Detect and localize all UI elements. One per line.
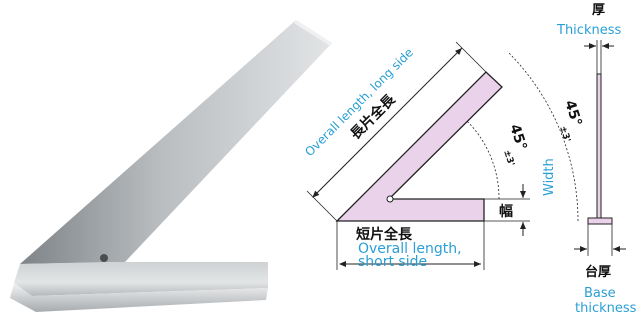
short-side-label-en-line2: short side (358, 254, 427, 270)
photo-base-edge (10, 283, 268, 312)
width-label-en: Width (542, 158, 557, 196)
long-side-dim-line (312, 47, 463, 198)
long-side-dim-ext-b (455, 41, 487, 73)
drawing-pivot-hole (386, 195, 394, 203)
photo-short-blade (14, 262, 268, 296)
side-view-blade (596, 73, 602, 219)
photo-long-blade-top-edge (294, 20, 332, 46)
thickness-label-en: Thickness (556, 23, 621, 38)
base-thickness-label-jp: 台厚 (585, 264, 611, 280)
base-thickness-label-en-line2: thickness (575, 301, 637, 316)
thickness-label-jp: 厚 (592, 2, 605, 18)
width-label-jp: 幅 (499, 203, 513, 220)
inner-angle-arc (466, 120, 500, 200)
photo-long-blade (20, 20, 332, 264)
short-side-label-jp: 短片全長 (356, 226, 413, 243)
long-side-dim-ext-a (306, 190, 338, 222)
inner-angle-label: 45° (506, 122, 529, 152)
base-thickness-label-en-line1: Base (584, 286, 616, 301)
outer-angle-label: 45° (561, 98, 584, 128)
outer-angle-arc (507, 51, 579, 222)
technical-drawing: 長片全長 Overall length, long side 45° ±3' 4… (302, 2, 636, 316)
tool-photo (10, 20, 332, 312)
outer-angle-tolerance: ±3' (557, 125, 572, 144)
short-side-label-en-line1: Overall length, (358, 241, 462, 257)
inner-angle-tolerance: ±3' (501, 149, 516, 168)
side-view-base (587, 217, 613, 225)
photo-pivot-hole (100, 254, 108, 262)
